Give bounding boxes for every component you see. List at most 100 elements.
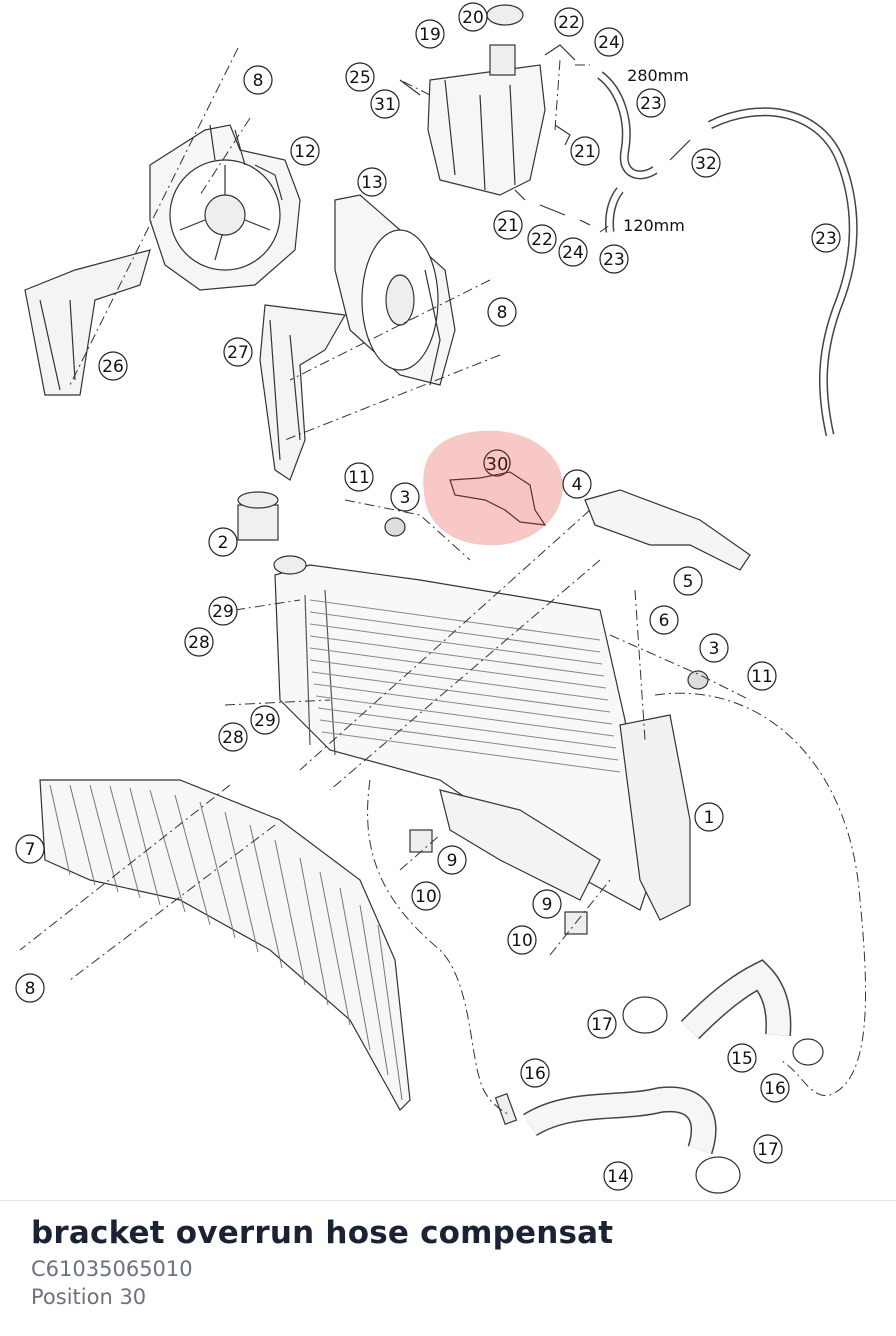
callout-6[interactable]: 6 [649, 605, 679, 635]
callout-11[interactable]: 11 [747, 661, 777, 691]
callout-label: 3 [400, 488, 411, 508]
bracket-30 [449, 471, 547, 526]
radiator-1 [273, 555, 691, 921]
highlight-callout[interactable]: 30 [483, 449, 511, 477]
callout-28[interactable]: 28 [184, 627, 214, 657]
callout-16[interactable]: 16 [520, 1058, 550, 1088]
callout-label: 8 [253, 71, 264, 91]
callout-label: 7 [25, 840, 36, 860]
callout-label: 29 [254, 711, 276, 731]
callout-22[interactable]: 22 [554, 7, 584, 37]
callout-11[interactable]: 11 [344, 462, 374, 492]
callout-label: 28 [222, 728, 244, 748]
callout-label: 20 [462, 8, 484, 28]
callout-label: 1 [704, 808, 715, 828]
callout-32[interactable]: 32 [691, 148, 721, 178]
callout-label: 280mm [627, 66, 689, 85]
callout-23[interactable]: 23 [599, 244, 629, 274]
part-position: Position 30 [31, 1285, 147, 1309]
hose-23-long [707, 107, 858, 436]
callout-3[interactable]: 3 [390, 482, 420, 512]
callout-label: 31 [374, 95, 396, 115]
callout-label: 22 [531, 230, 553, 250]
callout-label: 25 [349, 68, 371, 88]
callout-9[interactable]: 9 [437, 845, 467, 875]
callout-label: 29 [212, 602, 234, 622]
callout-label: 28 [188, 633, 210, 653]
grille-7 [39, 779, 411, 1111]
callout-label: 15 [731, 1049, 753, 1069]
callout-label: 17 [757, 1140, 779, 1160]
callout-10[interactable]: 10 [411, 881, 441, 911]
callout-24[interactable]: 24 [594, 27, 624, 57]
callout-label: 16 [524, 1064, 546, 1084]
callout-28[interactable]: 28 [218, 722, 248, 752]
callout-label: 120mm [623, 216, 685, 235]
callout-label: 11 [348, 468, 370, 488]
callout-10[interactable]: 10 [507, 925, 537, 955]
callout-29[interactable]: 29 [250, 705, 280, 735]
callout-24[interactable]: 24 [558, 237, 588, 267]
callout-7[interactable]: 7 [15, 834, 45, 864]
bracket-27 [259, 304, 346, 481]
callout-8[interactable]: 8 [243, 65, 273, 95]
callout-9[interactable]: 9 [532, 889, 562, 919]
callout-label: 5 [683, 572, 694, 592]
callout-13[interactable]: 13 [357, 167, 387, 197]
callout-label: 4 [572, 475, 583, 495]
callout-29[interactable]: 29 [208, 596, 238, 626]
callout-15[interactable]: 15 [727, 1043, 757, 1073]
callout-31[interactable]: 31 [370, 89, 400, 119]
callout-label: 22 [558, 13, 580, 33]
callout-1[interactable]: 1 [694, 802, 724, 832]
callout-27[interactable]: 27 [223, 337, 253, 367]
clamp-17b [695, 1156, 741, 1194]
callout-16[interactable]: 16 [760, 1073, 790, 1103]
bracket-4 [584, 489, 751, 571]
callout-4[interactable]: 4 [562, 469, 592, 499]
callout-19[interactable]: 19 [415, 19, 445, 49]
callout-label: 10 [511, 931, 533, 951]
fan-assembly-12 [149, 124, 301, 291]
part-info-panel: bracket overrun hose compensat C61035065… [0, 1200, 896, 1336]
callout-280mm[interactable]: 280mm [627, 66, 689, 85]
callout-25[interactable]: 25 [345, 62, 375, 92]
callout-120mm[interactable]: 120mm [623, 216, 685, 235]
callout-2[interactable]: 2 [208, 527, 238, 557]
callout-label: 8 [497, 303, 508, 323]
callout-label: 6 [659, 611, 670, 631]
callout-label: 17 [591, 1015, 613, 1035]
callout-label: 14 [607, 1167, 629, 1187]
callout-label: 2 [218, 533, 229, 553]
callout-17[interactable]: 17 [753, 1134, 783, 1164]
callout-label: 12 [294, 142, 316, 162]
callout-20[interactable]: 20 [458, 2, 488, 32]
hose-23-long-inner [708, 108, 857, 436]
callout-label: 19 [419, 25, 441, 45]
callout-14[interactable]: 14 [603, 1161, 633, 1191]
clamp-16 [792, 1038, 824, 1066]
callout-label: 23 [815, 229, 837, 249]
callout-label: 21 [574, 142, 596, 162]
callout-label: 21 [497, 216, 519, 236]
callout-3[interactable]: 3 [699, 633, 729, 663]
fan-assembly-13 [334, 194, 456, 386]
callout-23[interactable]: 23 [636, 88, 666, 118]
callout-12[interactable]: 12 [290, 136, 320, 166]
callout-21[interactable]: 21 [493, 210, 523, 240]
callout-22[interactable]: 22 [527, 224, 557, 254]
callout-26[interactable]: 26 [98, 351, 128, 381]
callout-8[interactable]: 8 [487, 297, 517, 327]
callout-label: 24 [598, 33, 620, 53]
callout-21[interactable]: 21 [570, 136, 600, 166]
part-number: C61035065010 [31, 1257, 193, 1281]
callout-23[interactable]: 23 [811, 223, 841, 253]
callout-17[interactable]: 17 [587, 1009, 617, 1039]
callout-label: 11 [751, 667, 773, 687]
callout-label: 26 [102, 357, 124, 377]
callout-8[interactable]: 8 [15, 973, 45, 1003]
callout-5[interactable]: 5 [673, 566, 703, 596]
cap-2 [237, 491, 279, 541]
sleeve-16 [494, 1093, 518, 1125]
callout-label: 27 [227, 343, 249, 363]
